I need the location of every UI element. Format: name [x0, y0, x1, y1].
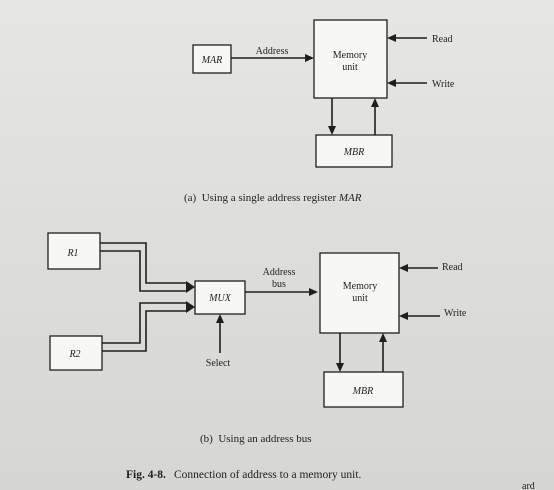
r2-bus-lower	[102, 310, 187, 352]
select-arrowhead	[216, 314, 224, 323]
memory-unit-label-a-line1: Memory	[333, 50, 367, 61]
read-arrowhead-a	[387, 34, 396, 42]
mux-box	[194, 280, 246, 315]
r1-bus-lower	[100, 250, 187, 292]
write-label-a: Write	[432, 79, 455, 90]
write-arrowhead-a	[387, 79, 396, 87]
address-arrowhead	[305, 54, 314, 62]
mbr-to-mem-arrowhead-a	[371, 98, 379, 107]
r2-bus-upper	[102, 302, 187, 344]
caption-a: (a) Using a single address register MAR	[184, 192, 362, 204]
mbr-box-a	[315, 134, 393, 168]
memory-unit-label-a-line2: unit	[342, 62, 358, 73]
memory-unit-label-b-line2: unit	[352, 293, 368, 304]
mbr-to-mem-arrowhead-b	[379, 333, 387, 342]
read-label-b: Read	[442, 262, 463, 273]
r1-arrowhead	[186, 281, 195, 293]
address-bus-arrowhead	[309, 288, 318, 296]
address-bus-label-line2: bus	[272, 279, 286, 290]
read-arrowhead-b	[399, 264, 408, 272]
address-label: Address	[256, 46, 289, 57]
mem-to-mbr-arrowhead-a	[328, 126, 336, 135]
write-label-b: Write	[444, 308, 467, 319]
memory-unit-box-a	[313, 19, 388, 99]
mar-box	[192, 44, 232, 74]
r2-label: R2	[68, 349, 80, 360]
diagram-a: MAR Address Memory unit Read Write MBR (…	[184, 19, 455, 204]
mem-to-mbr-arrowhead-b	[336, 363, 344, 372]
mbr-label-b: MBR	[352, 386, 374, 397]
r2-box	[49, 335, 103, 371]
memory-unit-label-b-line1: Memory	[343, 281, 377, 292]
read-label-a: Read	[432, 34, 453, 45]
r2-arrowhead	[186, 301, 195, 313]
mux-label: MUX	[208, 293, 232, 304]
address-bus-label-line1: Address	[263, 267, 296, 278]
mbr-box-b	[323, 371, 404, 408]
caption-b: (b) Using an address bus	[200, 433, 312, 445]
select-label: Select	[206, 358, 231, 369]
r1-bus-upper	[100, 242, 187, 284]
r1-label: R1	[66, 248, 78, 259]
diagram-b: R1 R2 MUX Select Address bus Memory unit…	[47, 232, 467, 445]
write-arrowhead-b	[399, 312, 408, 320]
figure-caption: Fig. 4-8.Connection of address to a memo…	[126, 469, 362, 481]
edge-text-fragment: ard	[522, 481, 535, 490]
mar-label: MAR	[201, 55, 223, 66]
mbr-label-a: MBR	[343, 147, 365, 158]
memory-unit-box-b	[319, 252, 400, 334]
